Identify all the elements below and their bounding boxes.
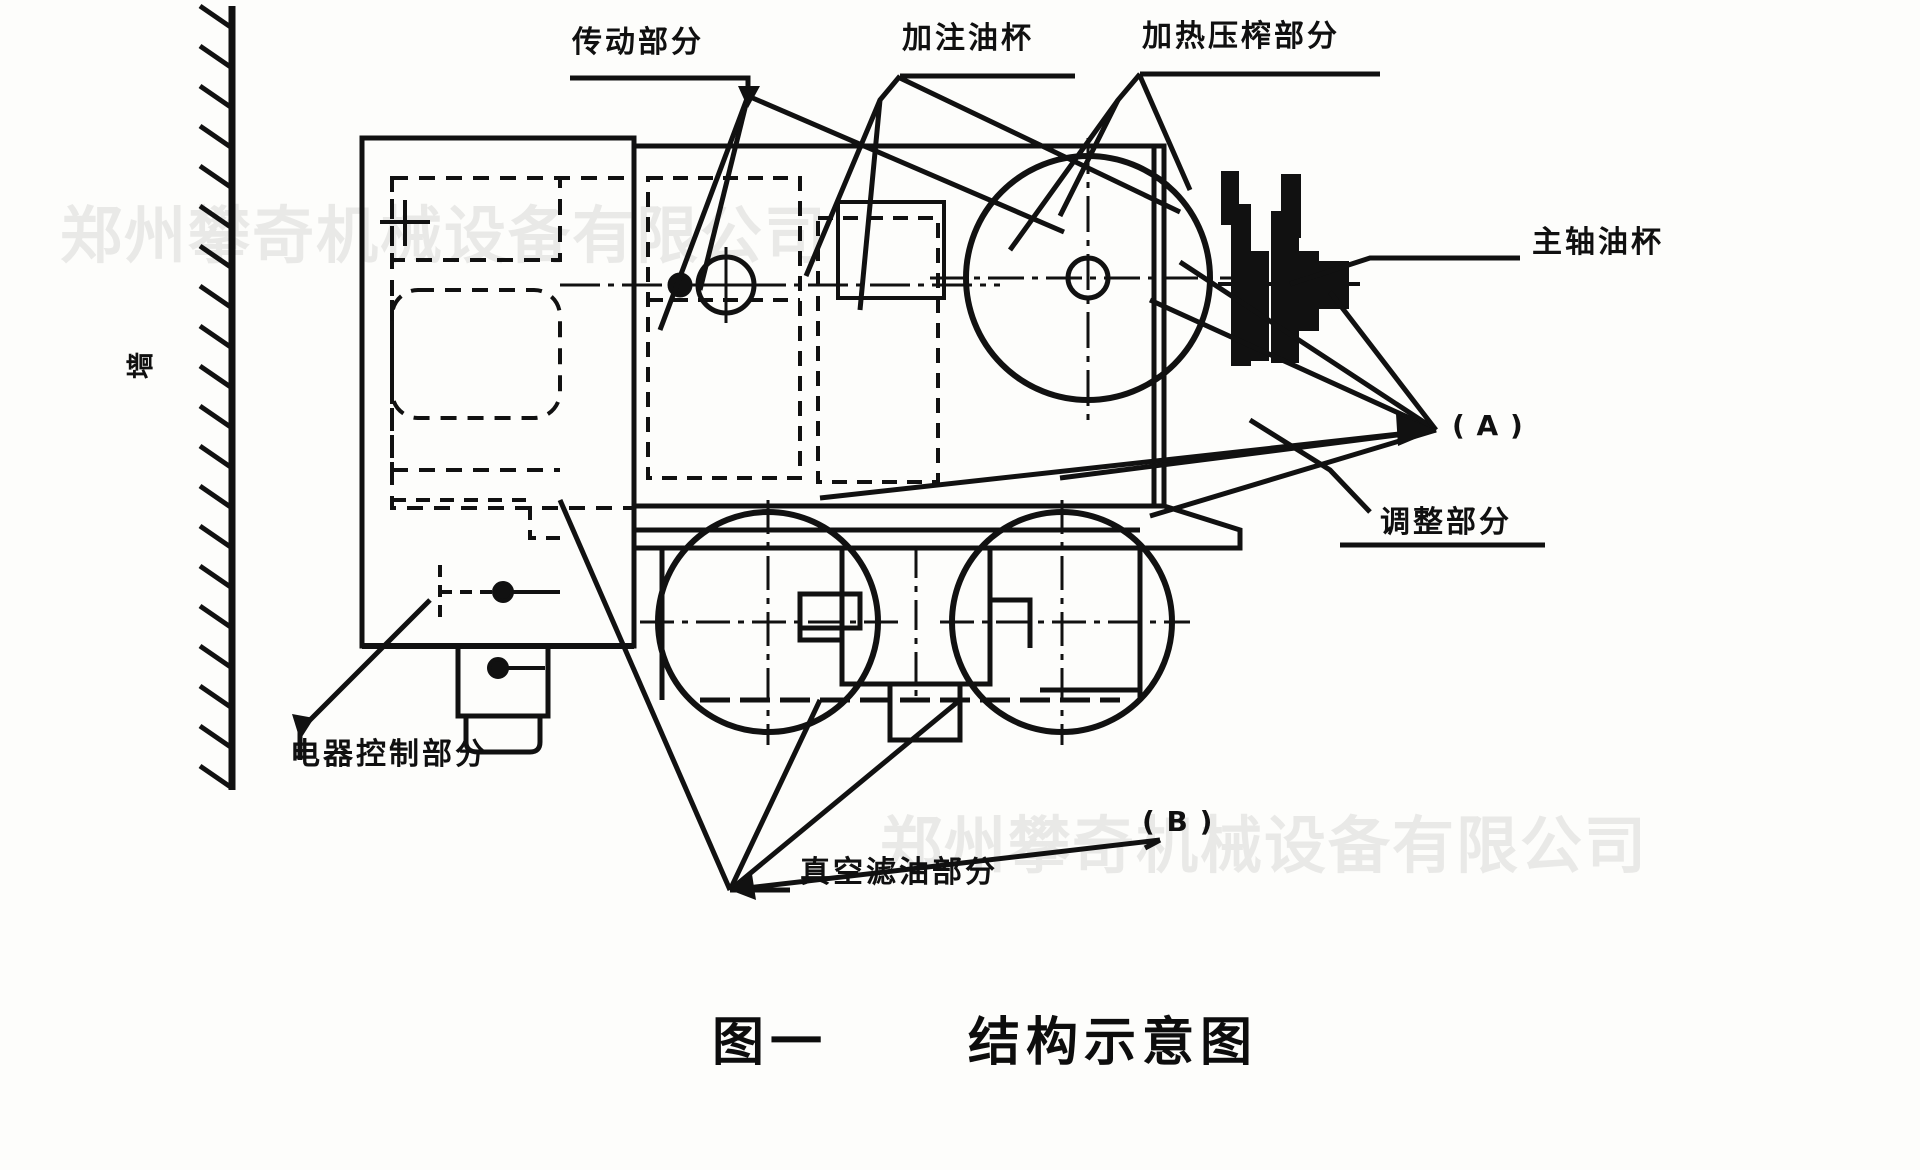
label-electrical-control: 电器控制部分 [290, 737, 488, 772]
cabinet-nodes [438, 565, 560, 679]
figure-title-text: 结构示意图 [968, 1013, 1259, 1073]
label-transmission: 传动部分 [572, 25, 704, 60]
leader-lines [297, 71, 1545, 893]
machine-base [659, 548, 1143, 703]
label-wall: 墙 [126, 352, 157, 379]
label-marker-b: ( B ) [1142, 805, 1214, 838]
leader-arrowheads [292, 86, 1436, 900]
transmission-assembly [560, 247, 1000, 323]
lower-roller-left [640, 500, 900, 745]
wall-symbol [198, 3, 236, 791]
label-oil-filler-cup: 加注油杯 [902, 21, 1034, 56]
label-spindle-oil-cup: 主轴油杯 [1532, 225, 1664, 260]
vacuum-filter-housing [797, 545, 1033, 743]
spindle-assembly [1218, 171, 1360, 366]
lower-roller-right [940, 500, 1190, 745]
figure-title-number: 图一 [712, 1013, 829, 1073]
machine-main-frame [631, 143, 1167, 509]
label-marker-a: ( A ) [1452, 409, 1524, 442]
label-heating-press: 加热压榨部分 [1142, 19, 1340, 54]
label-vacuum-oil-filter: 真空滤油部分 [800, 855, 998, 890]
label-adjustment: 调整部分 [1380, 505, 1512, 540]
machine-deck [634, 503, 1243, 551]
